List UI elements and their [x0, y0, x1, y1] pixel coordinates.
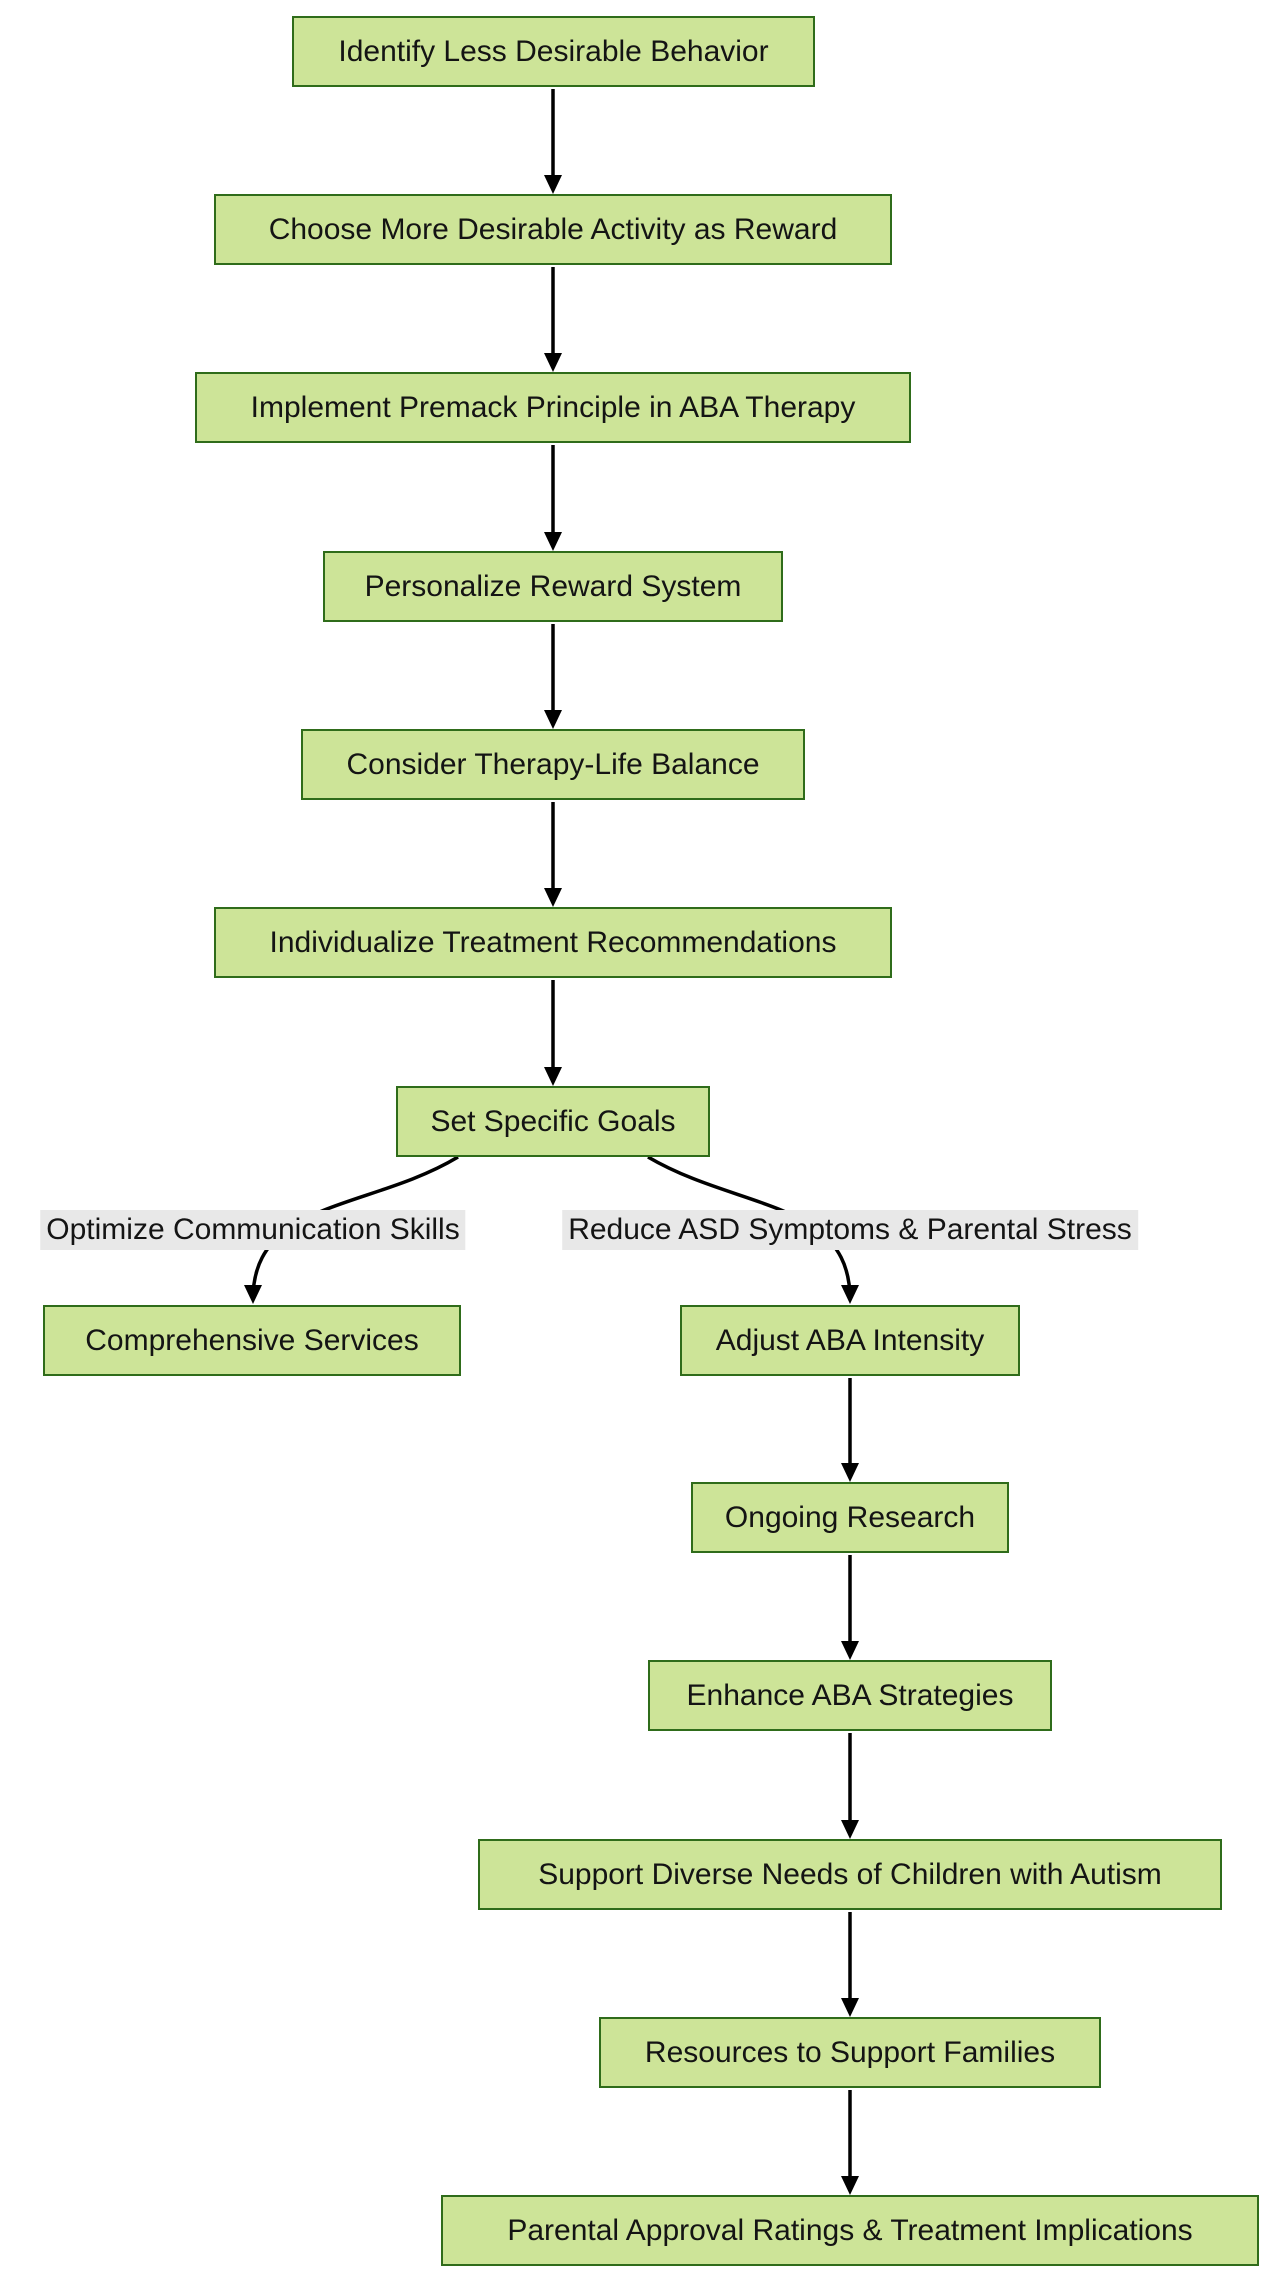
node-resources-families-label: Resources to Support Families [644, 2035, 1056, 2069]
node-implement-premack: Implement Premack Principle in ABA Thera… [195, 372, 911, 443]
node-comprehensive-services: Comprehensive Services [43, 1305, 461, 1376]
node-adjust-aba-intensity-label: Adjust ABA Intensity [715, 1323, 985, 1357]
node-implement-premack-label: Implement Premack Principle in ABA Thera… [250, 390, 856, 424]
edge-label-optimize-communication-text: Optimize Communication Skills [46, 1213, 460, 1246]
edge-label-optimize-communication: Optimize Communication Skills [40, 1210, 466, 1250]
node-set-goals: Set Specific Goals [396, 1086, 710, 1157]
node-identify-behavior-label: Identify Less Desirable Behavior [338, 34, 769, 68]
node-comprehensive-services-label: Comprehensive Services [85, 1323, 419, 1357]
node-set-goals-label: Set Specific Goals [430, 1104, 676, 1138]
node-ongoing-research: Ongoing Research [691, 1482, 1009, 1553]
node-parental-approval-label: Parental Approval Ratings & Treatment Im… [507, 2213, 1193, 2247]
node-individualize-treatment-label: Individualize Treatment Recommendations [269, 925, 837, 959]
node-parental-approval: Parental Approval Ratings & Treatment Im… [441, 2195, 1259, 2266]
node-identify-behavior: Identify Less Desirable Behavior [292, 16, 815, 87]
node-therapy-life-balance-label: Consider Therapy-Life Balance [346, 747, 760, 781]
node-ongoing-research-label: Ongoing Research [724, 1500, 976, 1534]
node-personalize-reward: Personalize Reward System [323, 551, 783, 622]
node-therapy-life-balance: Consider Therapy-Life Balance [301, 729, 805, 800]
node-choose-reward-activity: Choose More Desirable Activity as Reward [214, 194, 892, 265]
node-adjust-aba-intensity: Adjust ABA Intensity [680, 1305, 1020, 1376]
edge-label-reduce-symptoms-stress-text: Reduce ASD Symptoms & Parental Stress [568, 1213, 1132, 1246]
node-enhance-aba-strategies: Enhance ABA Strategies [648, 1660, 1052, 1731]
node-individualize-treatment: Individualize Treatment Recommendations [214, 907, 892, 978]
node-choose-reward-activity-label: Choose More Desirable Activity as Reward [268, 212, 838, 246]
node-support-diverse-needs: Support Diverse Needs of Children with A… [478, 1839, 1222, 1910]
node-enhance-aba-strategies-label: Enhance ABA Strategies [686, 1678, 1014, 1712]
node-resources-families: Resources to Support Families [599, 2017, 1101, 2088]
node-support-diverse-needs-label: Support Diverse Needs of Children with A… [538, 1857, 1162, 1891]
node-personalize-reward-label: Personalize Reward System [364, 569, 742, 603]
edge-label-reduce-symptoms-stress: Reduce ASD Symptoms & Parental Stress [562, 1210, 1138, 1250]
